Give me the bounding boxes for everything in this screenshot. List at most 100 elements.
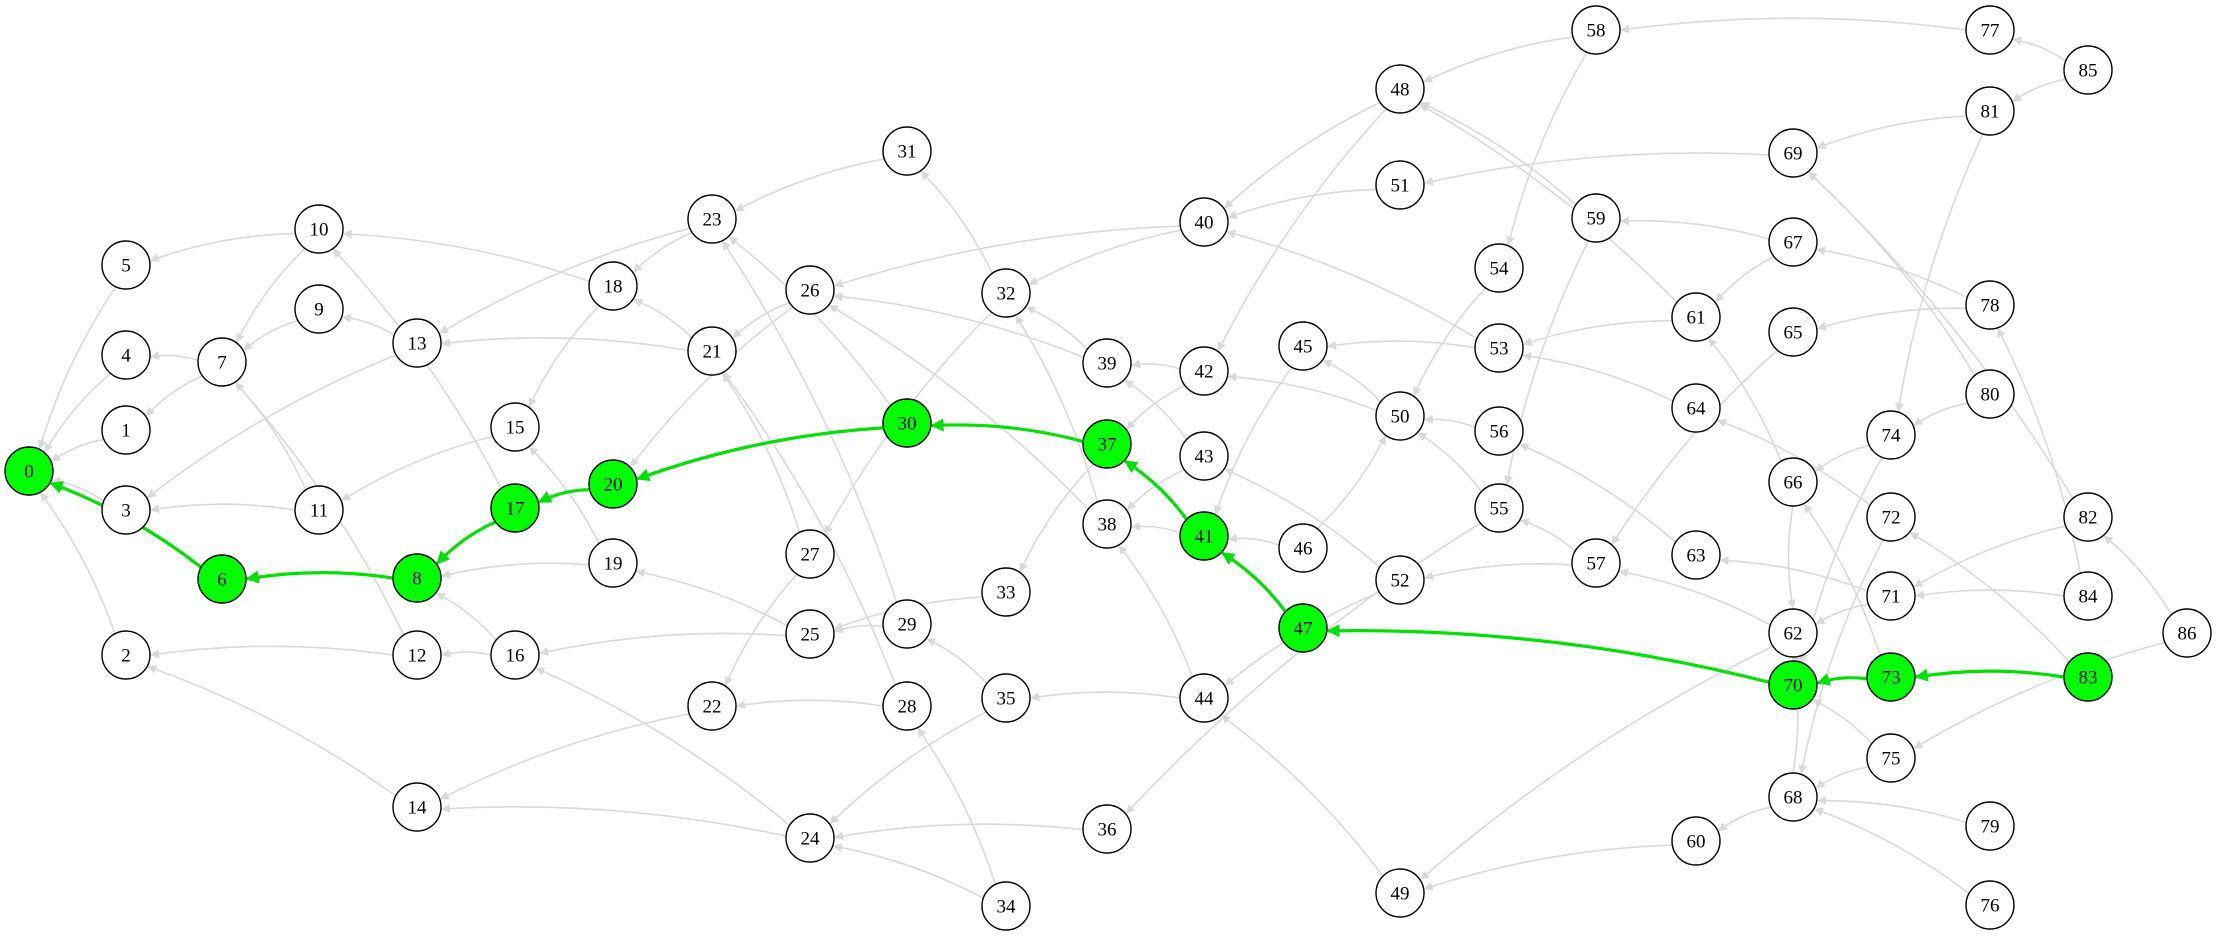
- node-label: 56: [1490, 422, 1509, 443]
- node-label: 65: [1784, 323, 1803, 344]
- node-circle: [1571, 193, 1621, 243]
- edge-39-to-32: [1025, 306, 1088, 350]
- node-61: 61: [1671, 292, 1721, 342]
- node-label: 20: [604, 475, 623, 496]
- node-54: 54: [1474, 243, 1524, 293]
- node-circle: [101, 630, 151, 680]
- node-circle: [1768, 660, 1818, 710]
- node-34: 34: [981, 881, 1031, 931]
- node-15: 15: [490, 402, 540, 452]
- node-label: 34: [997, 897, 1017, 918]
- edge-66-to-61: [1708, 337, 1782, 462]
- edge-9-to-7: [243, 319, 299, 351]
- edge-37-to-33: [1019, 463, 1095, 573]
- node-label: 21: [703, 342, 722, 363]
- node-26: 26: [785, 265, 835, 315]
- edge-4-to-0: [44, 372, 112, 453]
- node-79: 79: [1965, 801, 2015, 851]
- node-10: 10: [294, 204, 344, 254]
- node-label: 70: [1784, 676, 1803, 697]
- node-label: 52: [1391, 571, 1410, 592]
- node-circle: [1179, 511, 1229, 561]
- edge-48-to-40: [1224, 101, 1381, 209]
- node-label: 55: [1490, 499, 1509, 520]
- node-label: 57: [1587, 554, 1606, 575]
- node-label: 6: [217, 570, 227, 591]
- node-66: 66: [1768, 457, 1818, 507]
- node-circle: [1965, 86, 2015, 136]
- node-label: 54: [1490, 259, 1510, 280]
- node-label: 35: [997, 689, 1016, 710]
- node-label: 47: [1294, 619, 1313, 640]
- node-circle: [1768, 457, 1818, 507]
- node-circle: [1768, 128, 1818, 178]
- node-circle: [490, 630, 540, 680]
- node-label: 81: [1981, 102, 2000, 123]
- edge-78-to-67: [1815, 246, 1968, 299]
- node-75: 75: [1866, 733, 1916, 783]
- node-label: 29: [898, 615, 917, 636]
- edge-58-to-48: [1423, 36, 1574, 83]
- node-18: 18: [588, 261, 638, 311]
- node-43: 43: [1179, 431, 1229, 481]
- node-24: 24: [785, 813, 835, 863]
- node-label: 5: [121, 256, 131, 277]
- node-label: 37: [1098, 435, 1117, 456]
- edge-23-to-13: [439, 227, 691, 334]
- node-74: 74: [1866, 410, 1916, 460]
- node-64: 64: [1671, 383, 1721, 433]
- edge-54-to-50: [1413, 287, 1487, 397]
- node-label: 40: [1195, 213, 1214, 234]
- node-4: 4: [101, 330, 151, 380]
- edge-50-to-45: [1322, 359, 1382, 403]
- edge-68-to-60: [1718, 806, 1772, 832]
- node-circle: [1671, 292, 1721, 342]
- edge-21-to-13: [441, 337, 689, 352]
- node-label: 3: [121, 501, 131, 522]
- edge-69-to-51: [1424, 152, 1770, 186]
- edge-79-to-68: [1816, 796, 1967, 824]
- edge-82-to-71: [1913, 525, 2066, 588]
- edge-5-to-0: [37, 286, 117, 450]
- edge-84-to-71: [1915, 589, 2065, 600]
- node-label: 78: [1981, 296, 2000, 317]
- edge-34-to-28: [917, 727, 997, 885]
- node-label: 72: [1882, 508, 1901, 529]
- edge-84-to-78: [1997, 327, 2082, 574]
- node-22: 22: [687, 681, 737, 731]
- edge-73-to-66: [1803, 503, 1881, 656]
- node-label: 49: [1391, 884, 1410, 905]
- node-70: 70: [1768, 660, 1818, 710]
- node-30: 30: [882, 398, 932, 448]
- edge-34-to-24: [832, 843, 984, 899]
- node-80: 80: [1965, 369, 2015, 419]
- node-77: 77: [1965, 5, 2015, 55]
- node-20: 20: [588, 459, 638, 509]
- node-circle: [981, 673, 1031, 723]
- node-27: 27: [785, 529, 835, 579]
- node-23: 23: [687, 194, 737, 244]
- node-42: 42: [1179, 346, 1229, 396]
- edge-82-to-69: [1808, 171, 2074, 499]
- edge-42-to-39: [1131, 359, 1181, 370]
- edge-15-to-11: [341, 435, 494, 501]
- node-51: 51: [1375, 160, 1425, 210]
- node-7: 7: [197, 337, 247, 387]
- node-circle: [101, 240, 151, 290]
- node-circle: [1965, 801, 2015, 851]
- edge-2-to-0: [40, 492, 116, 635]
- edge-11-to-3: [150, 503, 296, 514]
- node-label: 8: [412, 569, 422, 590]
- edge-61-to-53: [1522, 319, 1673, 346]
- edge-43-to-39: [1124, 379, 1188, 440]
- node-label: 1: [121, 421, 131, 442]
- node-60: 60: [1671, 816, 1721, 866]
- node-label: 83: [2079, 668, 2098, 689]
- node-circle: [588, 261, 638, 311]
- edge-85-to-81: [2012, 78, 2067, 103]
- node-circle: [1375, 555, 1425, 605]
- edge-30-to-23: [728, 236, 892, 407]
- node-29: 29: [882, 599, 932, 649]
- edge-1-to-0: [51, 438, 105, 462]
